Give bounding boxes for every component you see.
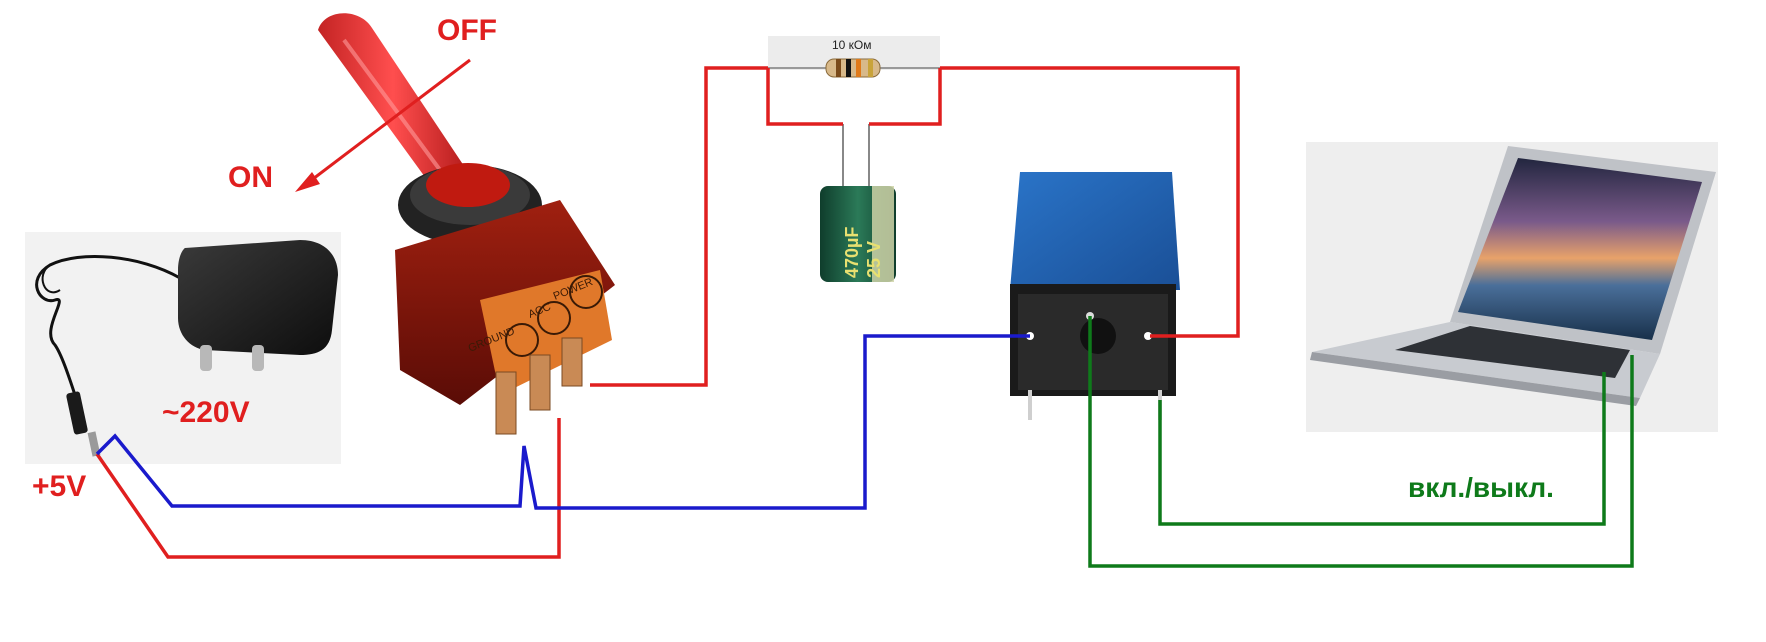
capacitor-voltage: 25 V xyxy=(864,241,884,278)
on-off-label: вкл./выкл. xyxy=(1408,472,1554,503)
wire-capacitor-leg-right xyxy=(869,68,942,126)
wire-ground-charger xyxy=(95,334,1030,510)
capacitor-capacitance: 470µF xyxy=(842,227,862,278)
toggle-switch: GROUND ACC POWER xyxy=(318,13,615,435)
capacitor: 470µF 25 V xyxy=(820,124,896,282)
wire-resistor-to-relay xyxy=(940,66,1240,338)
mains-voltage-label: ~220V xyxy=(162,396,250,429)
wire-switch-to-resistor xyxy=(590,66,768,387)
arrow-head-icon xyxy=(295,172,320,192)
off-label: OFF xyxy=(437,14,497,47)
resistor-value-label: 10 кОм xyxy=(832,38,872,52)
wire-relay-contact-a xyxy=(1088,316,1634,568)
laptop xyxy=(1306,142,1718,432)
wires xyxy=(95,66,1634,568)
on-label: ON xyxy=(228,161,273,194)
wire-relay-contact-b xyxy=(1158,372,1606,526)
on-off-arrow xyxy=(304,58,471,187)
wire-capacitor-leg-left xyxy=(766,68,843,126)
wire-positive-supply xyxy=(95,418,561,559)
resistor xyxy=(768,36,940,78)
relay xyxy=(1010,172,1180,420)
plus-5v-label: +5V xyxy=(32,470,86,503)
charger-panel xyxy=(25,232,341,464)
